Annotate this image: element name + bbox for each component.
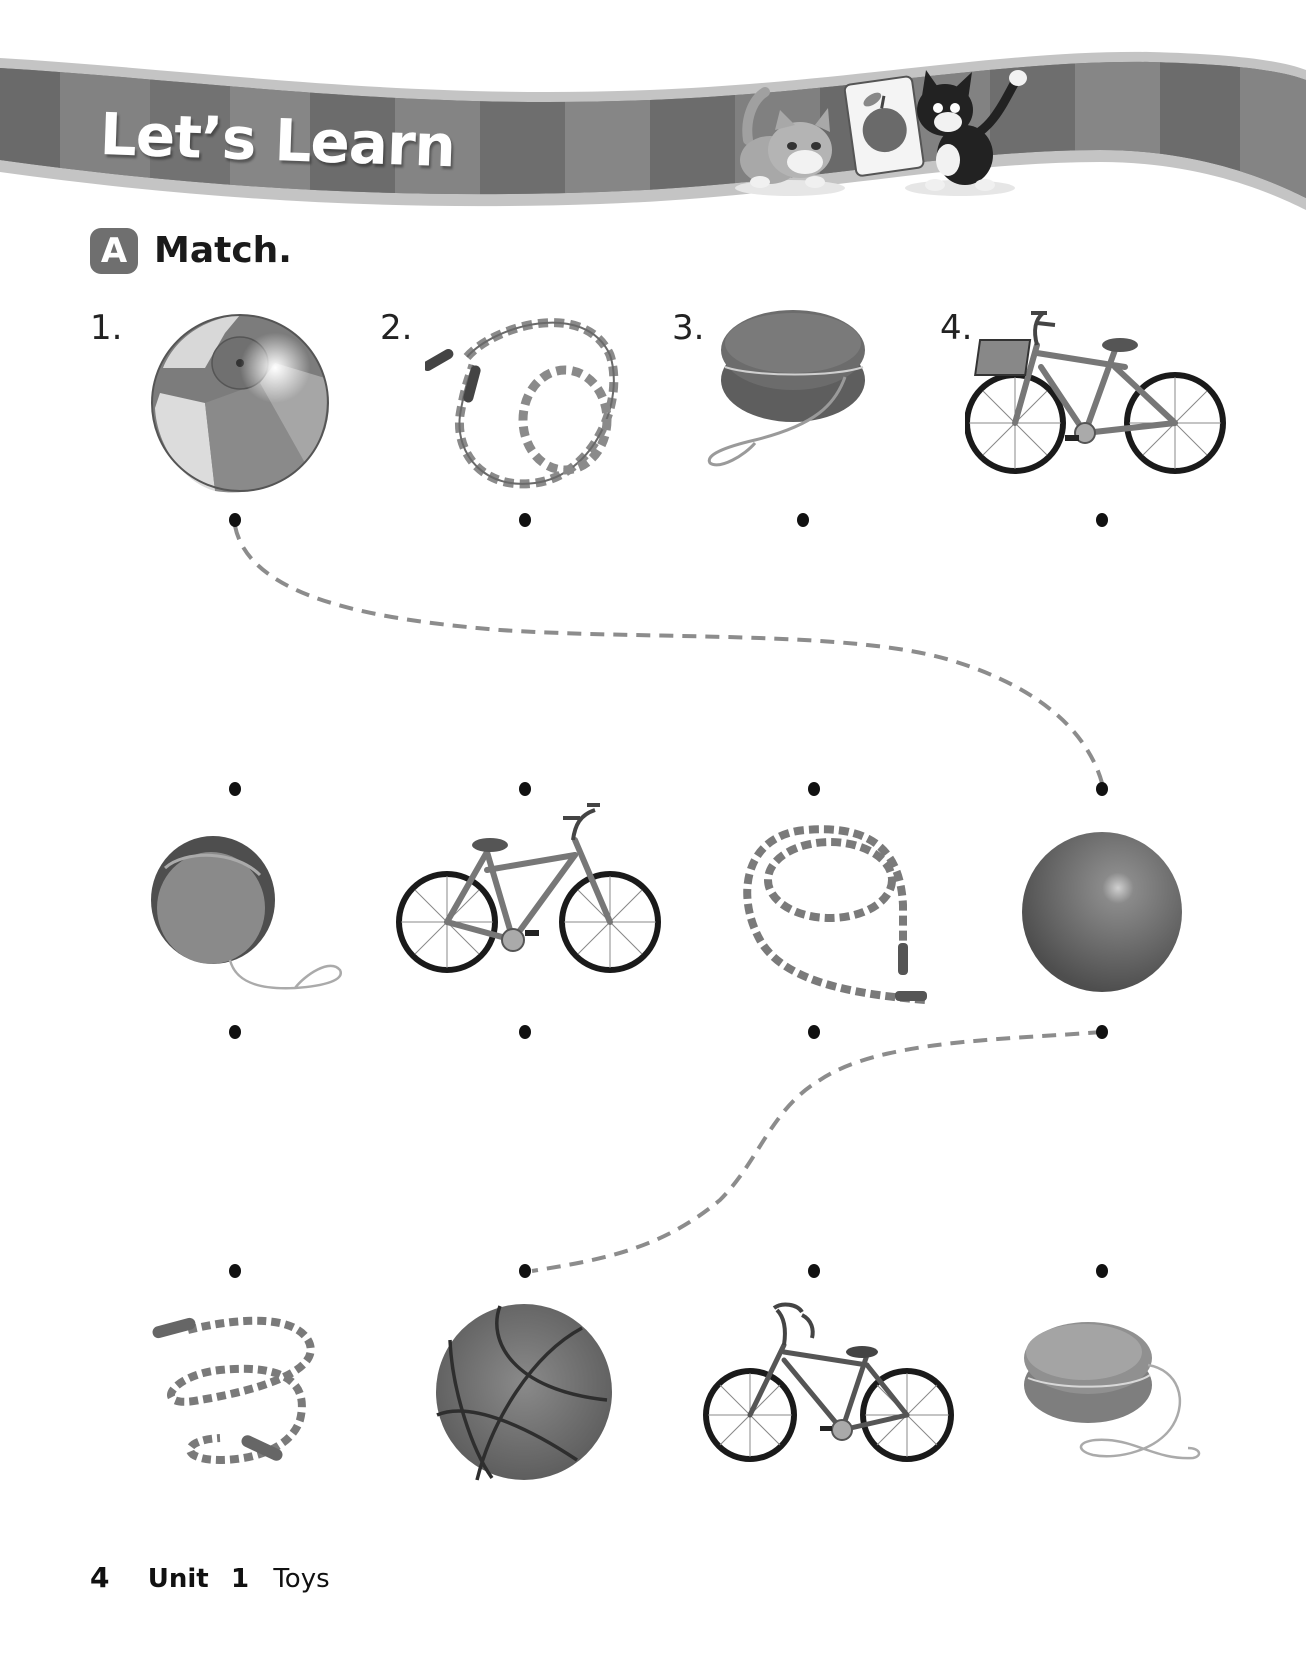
match-dot-top-3[interactable] [797, 513, 809, 527]
match-line-2 [531, 1030, 1103, 1273]
match-dot-middle-bottom-3[interactable] [808, 1025, 820, 1039]
bicycle-icon [703, 1302, 954, 1462]
item-number-1: 1. [90, 308, 123, 348]
match-dot-bottom-3[interactable] [808, 1264, 820, 1278]
bicycle-icon [396, 803, 661, 973]
yo-yo-icon [1024, 1322, 1201, 1460]
jump-rope-icon [743, 825, 927, 1004]
kittens-mascot-icon [735, 70, 1027, 196]
page-footer: 4 Unit 1 Toys [90, 1560, 330, 1597]
match-dot-middle-top-1[interactable] [229, 782, 241, 796]
item-number-4: 4. [940, 308, 973, 348]
yo-yo-icon [151, 836, 342, 990]
match-dot-top-4[interactable] [1096, 513, 1108, 527]
match-dot-middle-bottom-2[interactable] [519, 1025, 531, 1039]
section-badge: A [90, 228, 138, 274]
match-dot-middle-bottom-4[interactable] [1096, 1025, 1108, 1039]
match-dot-top-1[interactable] [229, 513, 241, 527]
item-number-3: 3. [672, 308, 705, 348]
jump-rope-icon [152, 1316, 315, 1465]
match-dot-bottom-4[interactable] [1096, 1264, 1108, 1278]
item-number-2: 2. [380, 308, 413, 348]
lets-learn-banner [0, 51, 1306, 210]
unit-number: 1 [230, 1564, 250, 1594]
section-instruction: Match. [154, 230, 292, 271]
match-dot-bottom-1[interactable] [229, 1264, 241, 1278]
match-dot-middle-top-4[interactable] [1096, 782, 1108, 796]
yo-yo-icon [707, 310, 865, 467]
match-dot-middle-bottom-1[interactable] [229, 1025, 241, 1039]
match-dot-bottom-2[interactable] [519, 1264, 531, 1278]
page-title: Let’s Learn [98, 100, 457, 181]
ball-icon [1022, 832, 1182, 992]
page-number: 4 [90, 1561, 110, 1594]
basketball-icon [436, 1304, 612, 1481]
match-dot-middle-top-2[interactable] [519, 782, 531, 796]
match-dot-top-2[interactable] [519, 513, 531, 527]
unit-title: Toys [273, 1564, 330, 1594]
jump-rope-icon [425, 318, 619, 489]
match-line-1 [233, 525, 1104, 784]
bicycle-with-basket-icon [965, 311, 1226, 474]
beach-ball-icon [151, 314, 329, 493]
unit-label: Unit [147, 1564, 209, 1594]
match-dot-middle-top-3[interactable] [808, 782, 820, 796]
